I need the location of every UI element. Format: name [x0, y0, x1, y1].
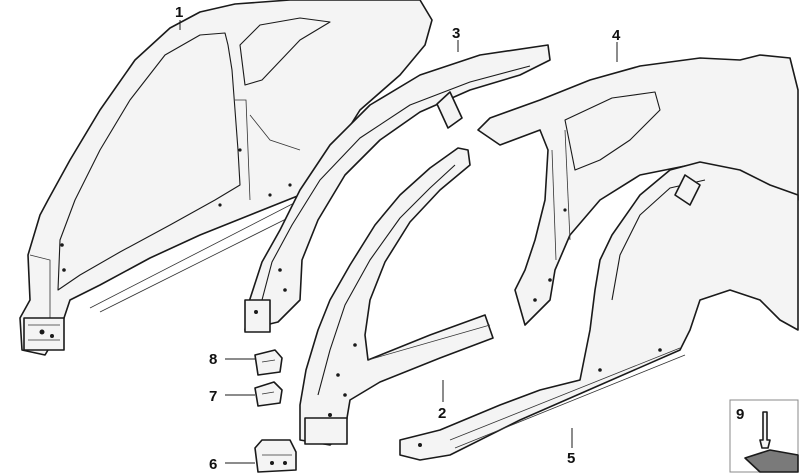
part-9-clip-legend [729, 399, 799, 473]
callout-7: 7 [209, 388, 217, 405]
callout-3: 3 [452, 25, 460, 42]
part-6-bracket [254, 439, 297, 473]
callout-9: 9 [736, 406, 744, 423]
part-8-bracket [254, 349, 283, 376]
part-2-pillar-sill-inner [299, 147, 494, 446]
callout-8: 8 [209, 351, 217, 368]
part-5-side-frame-rear-complete [399, 161, 799, 461]
part-4-side-frame-rear [477, 54, 799, 326]
part-3-roof-pillar-reinforcement [244, 44, 551, 333]
callout-4: 4 [612, 27, 621, 44]
part-7-bracket [254, 381, 283, 407]
callout-1: 1 [175, 4, 183, 21]
callout-5: 5 [567, 450, 575, 467]
callout-2: 2 [438, 405, 446, 422]
part-1-side-frame-left [19, 0, 433, 356]
callout-6: 6 [209, 456, 217, 473]
